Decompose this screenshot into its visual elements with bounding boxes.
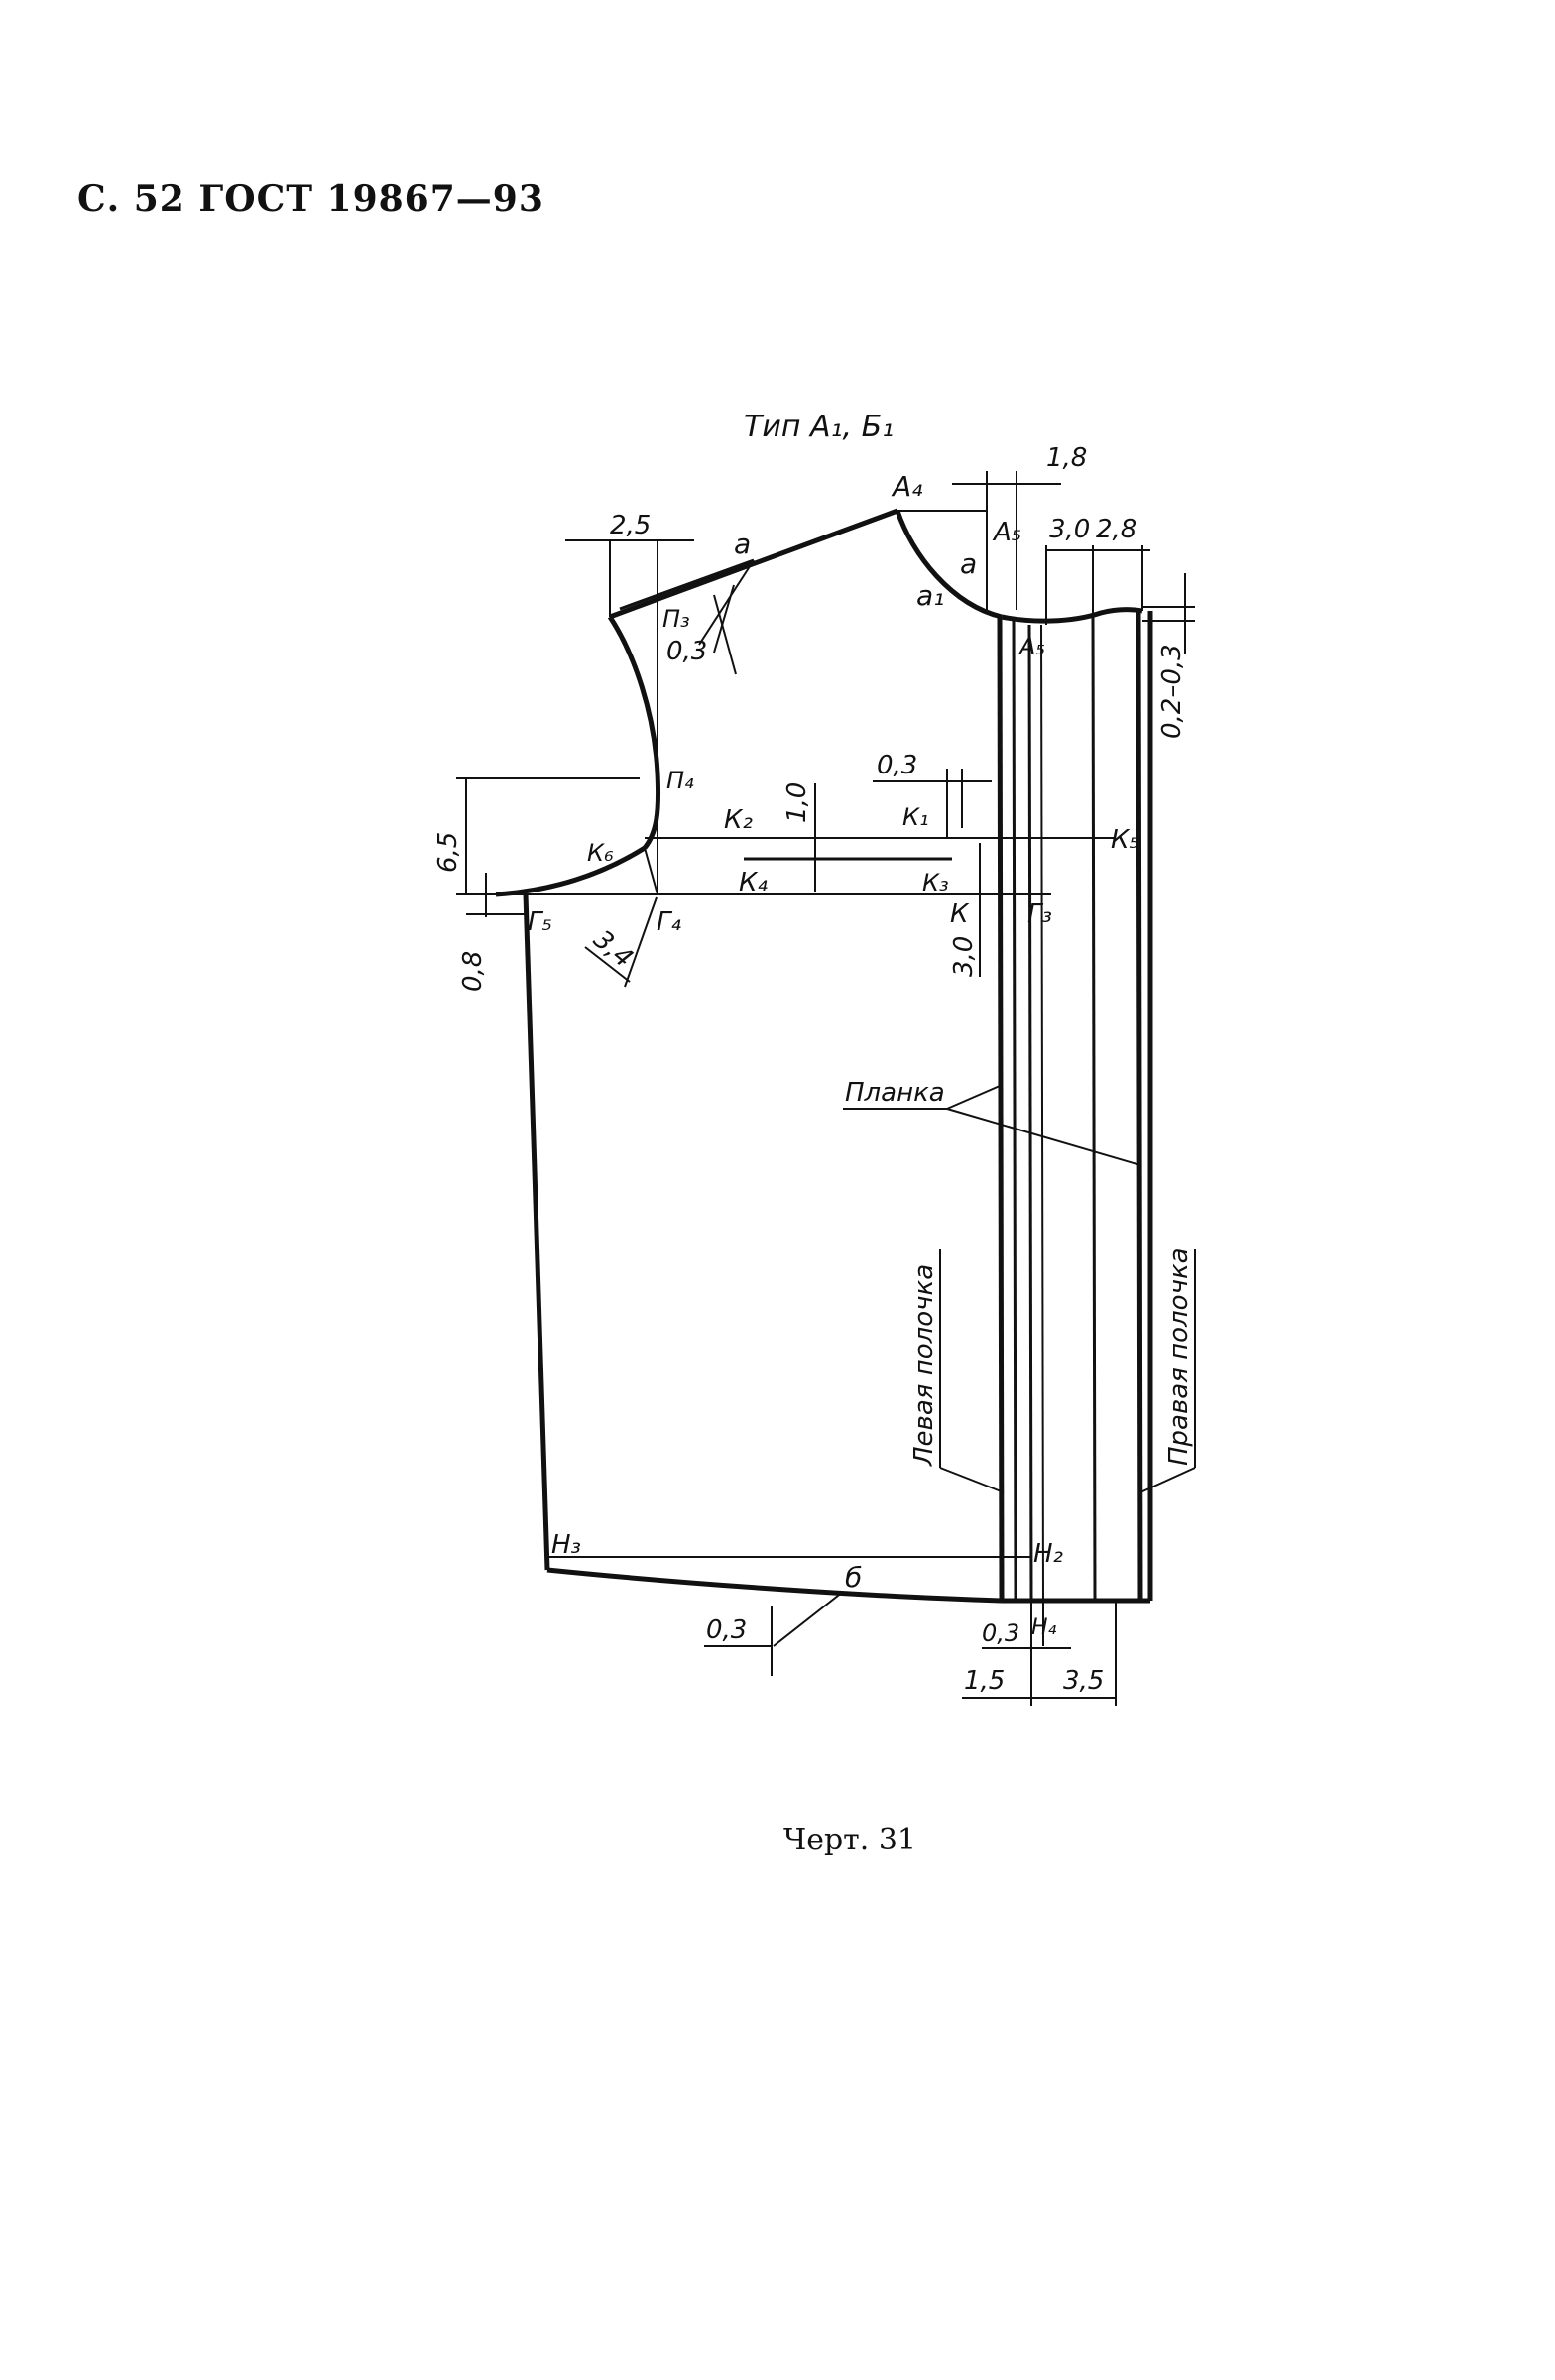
front-line-3 bbox=[1027, 624, 1033, 1602]
label-a4: А₄ bbox=[891, 470, 922, 503]
dim-2-5: 2,5 bbox=[610, 511, 651, 540]
planka-leader-1 bbox=[946, 1085, 1001, 1110]
dim-1-5: 1,5 bbox=[964, 1666, 1005, 1696]
planka-leader-2 bbox=[946, 1108, 1141, 1166]
diag-k6-g4 bbox=[644, 847, 658, 895]
label-a5: А₅ bbox=[1017, 633, 1045, 660]
left-front-label: Левая полочка bbox=[909, 1264, 939, 1467]
dim-3-4-ext bbox=[624, 896, 658, 988]
label-a: а bbox=[734, 528, 751, 560]
neck-curve-right bbox=[1001, 607, 1143, 624]
label-p3: П₃ bbox=[662, 605, 690, 633]
dim-0-3-p3-a bbox=[698, 559, 755, 646]
dim-3-5: 3,5 bbox=[1063, 1666, 1104, 1696]
label-g4: Г₄ bbox=[657, 907, 681, 937]
front-line-5 bbox=[1091, 616, 1097, 1602]
dim-0-3-n4: 0,3 bbox=[982, 1619, 1019, 1647]
dim-3-4-line bbox=[584, 946, 631, 983]
label-n2: Н₂ bbox=[1033, 1539, 1063, 1569]
front-line-1 bbox=[997, 616, 1005, 1602]
dim-0-3-p3-b bbox=[713, 584, 735, 654]
dim-0-3-k: 0,3 bbox=[877, 751, 917, 780]
dim-2-8: 2,8 bbox=[1096, 515, 1136, 544]
armhole-curve bbox=[607, 615, 661, 850]
label-a5-top: А₅ bbox=[992, 518, 1021, 547]
label-a1: а₁ bbox=[916, 579, 944, 612]
figure-caption: Черт. 31 bbox=[783, 1823, 916, 1857]
shoulder-line bbox=[609, 508, 898, 620]
label-n4: Н₄ bbox=[1031, 1615, 1057, 1640]
label-k4: К₄ bbox=[739, 868, 768, 897]
front-line-2 bbox=[1012, 616, 1017, 1602]
hem-line bbox=[546, 1567, 1003, 1604]
label-k: К bbox=[950, 899, 970, 929]
dim-0-8: 0,8 bbox=[458, 951, 488, 992]
dim-3-4: 3,4 bbox=[588, 924, 639, 974]
drawing-title: Тип А₁, Б₁ bbox=[744, 410, 894, 444]
label-k2: К₂ bbox=[724, 805, 753, 835]
label-k3: К₃ bbox=[922, 869, 949, 896]
label-k5: К₅ bbox=[1111, 825, 1139, 855]
label-k1: К₁ bbox=[902, 803, 929, 831]
dim-0-2-0-3: 0,2–0,3 bbox=[1157, 644, 1187, 739]
right-front-leader bbox=[1139, 1467, 1196, 1493]
armhole-lower-curve bbox=[495, 845, 647, 897]
label-n3: Н₃ bbox=[551, 1530, 581, 1560]
side-seam bbox=[523, 893, 550, 1571]
shoulder-aux bbox=[619, 558, 755, 611]
dim-0-3-b-leader bbox=[773, 1591, 844, 1647]
label-b: б bbox=[845, 1561, 862, 1594]
dim-3-0-top: 3,0 bbox=[1049, 515, 1090, 544]
dim-0-3-b: 0,3 bbox=[706, 1615, 747, 1645]
label-k6: К₆ bbox=[587, 839, 614, 867]
front-line-6 bbox=[1136, 610, 1143, 1602]
dim-6-5: 6,5 bbox=[433, 832, 463, 873]
planka-label: Планка bbox=[845, 1078, 945, 1108]
left-front-leader bbox=[939, 1467, 1005, 1493]
neck-curve bbox=[895, 510, 1003, 620]
dim-1-0: 1,0 bbox=[782, 782, 812, 823]
label-g5: Г₅ bbox=[528, 907, 552, 937]
dim-0-3-p3: 0,3 bbox=[666, 637, 707, 666]
label-p4: П₄ bbox=[666, 767, 694, 794]
right-front-label: Правая полочка bbox=[1164, 1248, 1194, 1466]
dim-3-0-k: 3,0 bbox=[949, 936, 979, 977]
page-header: С. 52 ГОСТ 19867—93 bbox=[77, 178, 544, 220]
front-line-4 bbox=[1040, 624, 1044, 1602]
label-a-right: а bbox=[960, 547, 977, 580]
label-g3: Г₃ bbox=[1027, 899, 1052, 929]
dim-1-8: 1,8 bbox=[1046, 443, 1087, 473]
dim-0-3-p3-c bbox=[713, 594, 737, 675]
